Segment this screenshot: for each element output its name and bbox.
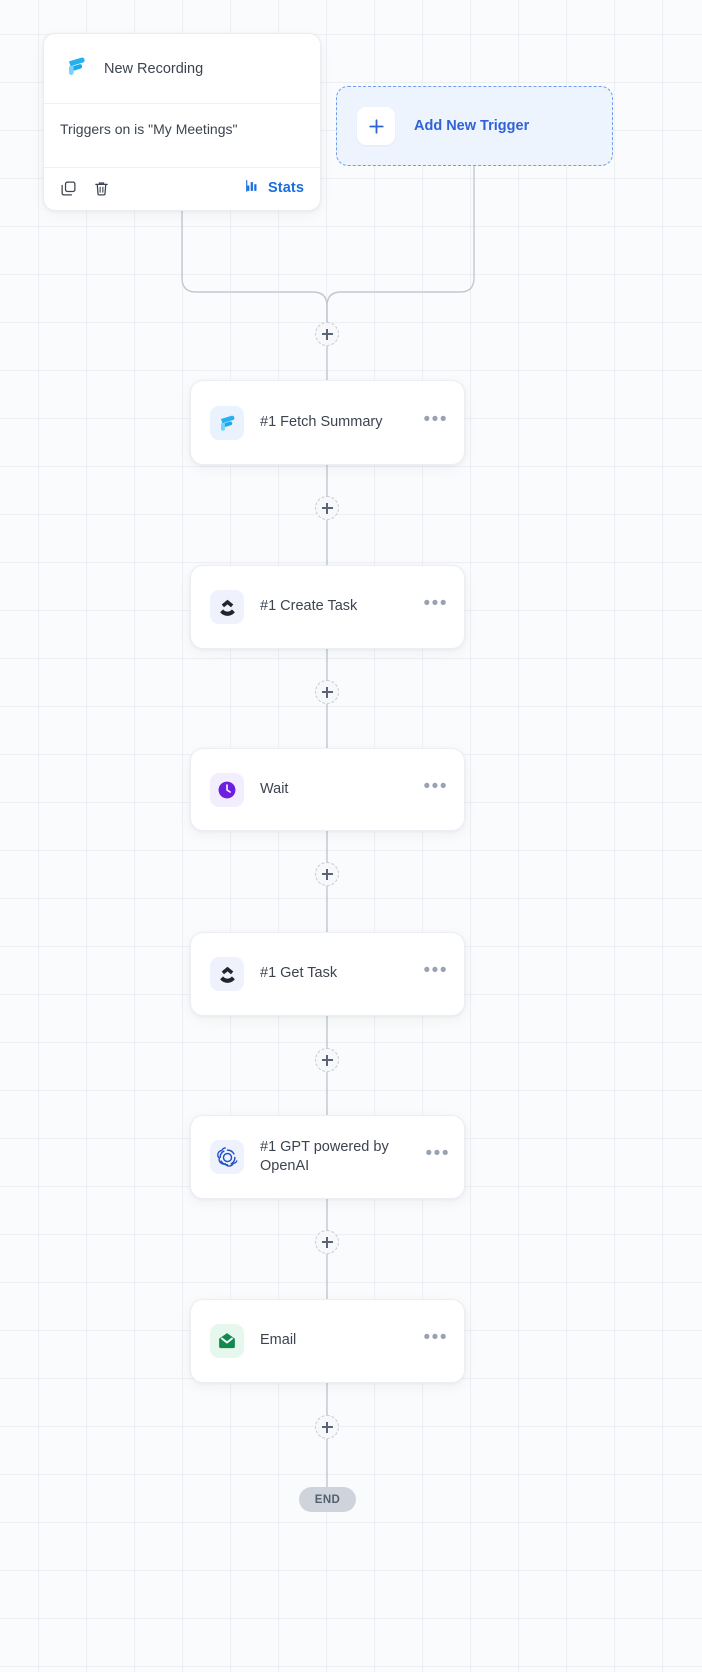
node-menu-button[interactable]: ••• [423,408,448,430]
node-menu-button[interactable]: ••• [423,960,448,981]
trigger-description: Triggers on is "My Meetings" [44,104,320,168]
add-step-after-trigger[interactable] [315,322,339,346]
node-label: #1 Get Task [260,965,338,982]
bar-chart-icon [245,178,261,199]
node-label: #1 Create Task [260,598,358,615]
trigger-card-footer: Stats [44,168,320,210]
envelope-icon [210,1324,244,1358]
stats-button[interactable]: Stats [245,178,304,199]
clickup-icon [210,590,244,624]
node-menu-button[interactable]: ••• [423,775,448,797]
node-label: #1 Fetch Summary [260,413,383,430]
fathom-logo-icon [210,405,244,440]
node-email[interactable]: Email ••• [190,1299,465,1383]
trigger-card[interactable]: New Recording Triggers on is "My Meeting… [43,33,321,211]
add-step-after-create-task[interactable] [315,680,339,704]
node-create-task[interactable]: #1 Create Task ••• [190,565,465,649]
add-step-after-gpt[interactable] [315,1230,339,1254]
clickup-icon [210,957,244,991]
node-gpt-openai[interactable]: #1 GPT powered by OpenAI ••• [190,1115,465,1199]
copy-icon[interactable] [60,180,77,197]
node-menu-button[interactable]: ••• [425,1143,450,1164]
node-get-task[interactable]: #1 Get Task ••• [190,932,465,1016]
clock-icon [210,772,244,807]
node-wait[interactable]: Wait ••• [190,748,465,831]
node-menu-button[interactable]: ••• [423,593,448,614]
openai-icon [210,1140,244,1174]
node-fetch-summary[interactable]: #1 Fetch Summary ••• [190,380,465,465]
stats-label: Stats [268,180,304,196]
add-step-after-fetch-summary[interactable] [315,496,339,520]
node-menu-button[interactable]: ••• [423,1327,448,1348]
plus-icon [357,107,395,145]
add-new-trigger-button[interactable]: Add New Trigger [336,86,613,166]
add-step-after-email[interactable] [315,1415,339,1439]
trigger-card-header: New Recording [44,34,320,104]
add-new-trigger-label: Add New Trigger [414,118,530,134]
add-step-after-get-task[interactable] [315,1048,339,1072]
node-label: Email [260,1332,297,1349]
add-step-after-wait[interactable] [315,862,339,886]
end-badge: END [299,1487,356,1512]
node-label: Wait [260,780,289,797]
node-label: #1 GPT powered by OpenAI [260,1138,389,1174]
trigger-title: New Recording [104,60,204,77]
fathom-logo-icon [62,52,90,85]
trash-icon[interactable] [93,180,110,197]
